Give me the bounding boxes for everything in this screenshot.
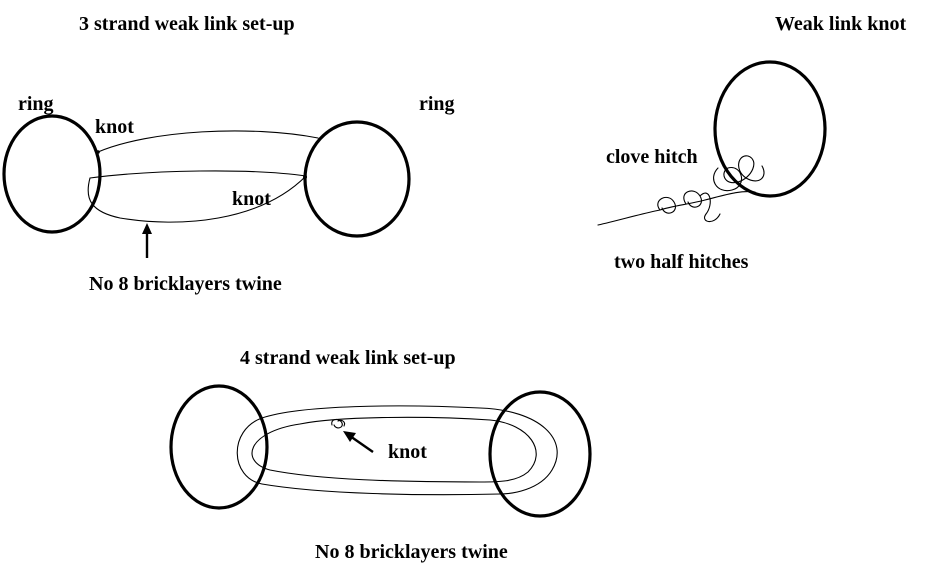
knot-arrow-shaft <box>349 435 374 453</box>
left-ring <box>2 114 102 234</box>
four-strand-twine-label: No 8 bricklayers twine <box>315 541 508 563</box>
knot-twine-line <box>597 191 756 226</box>
twine-strand-lower <box>87 175 307 223</box>
four-strand-inner-loop <box>251 416 537 483</box>
knot-arrowhead <box>343 431 356 442</box>
right-ring <box>303 120 411 238</box>
four-strand-left-ring <box>169 384 269 510</box>
clove-hitch-label: clove hitch <box>606 146 698 168</box>
knot-ring <box>713 60 827 198</box>
weak-link-knot-diagram: Weak link knot clove hitch two half hitc… <box>597 13 907 273</box>
lower-knot-mark <box>303 175 307 179</box>
half-hitch-loops <box>657 190 721 223</box>
weak-link-knot-title: Weak link knot <box>775 13 907 35</box>
three-strand-twine-label: No 8 bricklayers twine <box>89 273 282 295</box>
two-half-hitches-label: two half hitches <box>614 251 749 273</box>
twine-strand-middle <box>89 170 307 179</box>
twine-strand-upper <box>97 130 319 153</box>
four-strand-diagram: 4 strand weak link set-up knot No 8 bric… <box>169 347 592 563</box>
four-strand-outer-loop <box>236 405 558 496</box>
right-ring-label: ring <box>419 93 455 115</box>
three-strand-diagram: 3 strand weak link set-up ring ring knot… <box>2 13 455 295</box>
four-strand-knot-mark <box>331 418 346 429</box>
upper-knot-label: knot <box>95 116 134 138</box>
three-strand-title: 3 strand weak link set-up <box>79 13 295 35</box>
upper-knot-mark <box>96 150 100 154</box>
left-ring-label: ring <box>18 93 54 115</box>
lower-knot-label: knot <box>232 188 271 210</box>
four-strand-right-ring <box>488 390 592 518</box>
four-strand-title: 4 strand weak link set-up <box>240 347 456 369</box>
four-strand-knot-label: knot <box>388 441 427 463</box>
twine-arrowhead <box>142 223 152 234</box>
clove-hitch-loops <box>713 155 765 192</box>
